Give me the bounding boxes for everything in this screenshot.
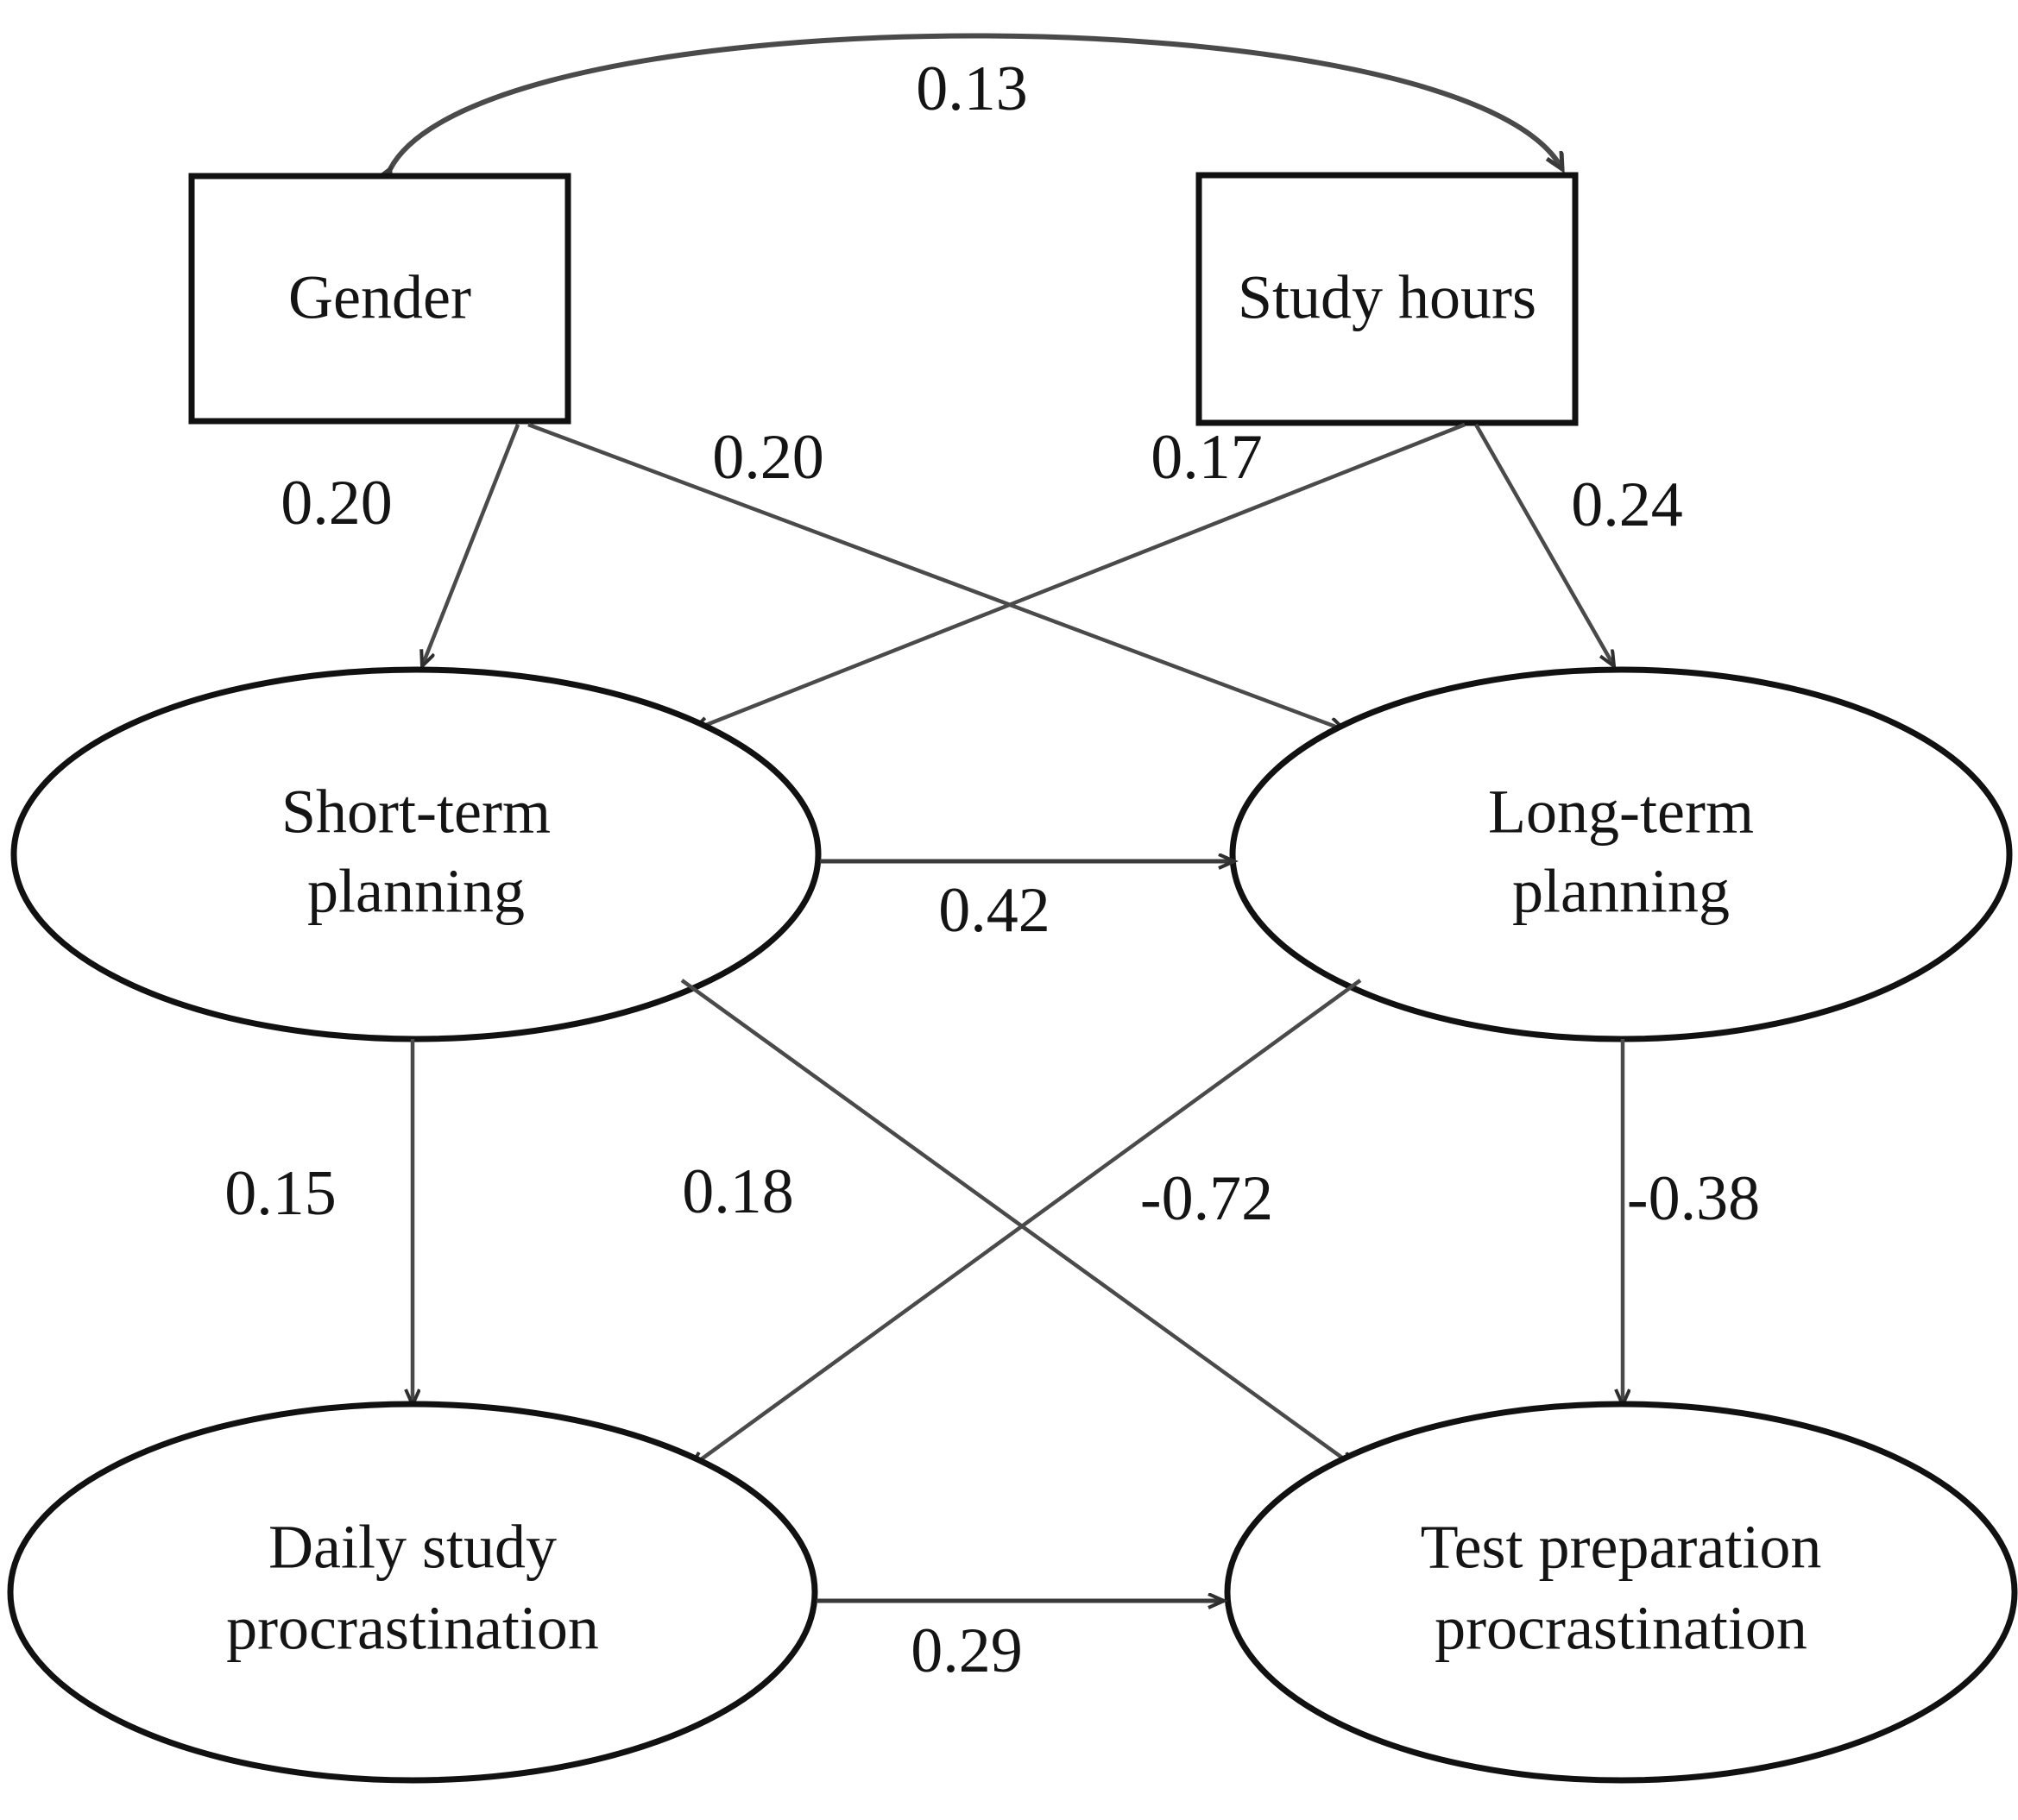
daily-proc-label-line1: Daily study <box>268 1513 557 1582</box>
node-test-preparation-procrastination[interactable]: Test preparation procrastination <box>1224 1401 2018 1784</box>
long-term-label-line2: planning <box>1512 857 1730 926</box>
short-term-label-line1: Short-term <box>281 778 551 847</box>
study-hours-box-shape <box>1195 172 1579 426</box>
edge-label-short-daily: 0.15 <box>224 1158 337 1229</box>
edge-gender-long-term: 0.20 <box>527 422 1345 730</box>
edge-line <box>1474 423 1614 666</box>
test-proc-label-line2: procrastination <box>1435 1594 1807 1663</box>
edge-gender-short-term: 0.20 <box>281 424 520 666</box>
edge-line <box>693 422 1466 730</box>
test-proc-label-line1: Test preparation <box>1421 1513 1822 1582</box>
edge-study-hours-short-term: 0.17 <box>693 422 1466 730</box>
node-daily-study-procrastination[interactable]: Daily study procrastination <box>7 1401 818 1784</box>
edge-study-hours-long-term: 0.24 <box>1474 423 1683 666</box>
edge-line <box>691 979 1362 1467</box>
edge-line <box>527 422 1345 730</box>
edge-label-hours-short: 0.17 <box>1151 422 1263 493</box>
node-short-term-planning[interactable]: Short-term planning <box>10 666 822 1042</box>
edge-line <box>680 979 1355 1467</box>
edge-label-short-long: 0.42 <box>938 875 1050 946</box>
edge-label-gender-short: 0.20 <box>281 468 393 538</box>
gender-box-shape <box>188 173 571 425</box>
test-proc-ellipse-shape <box>1224 1401 2018 1784</box>
edge-label-0-13: 0.13 <box>916 54 1028 124</box>
long-term-ellipse-shape <box>1229 666 2013 1042</box>
edge-long-term-test-proc: -0.38 <box>1623 1039 1760 1405</box>
edge-long-term-daily-proc: 0.18 <box>682 979 1362 1467</box>
short-term-label-line2: planning <box>307 857 525 926</box>
edge-short-to-long-term: 0.42 <box>820 861 1234 946</box>
edge-label-short-test: -0.72 <box>1140 1163 1273 1234</box>
edge-gender-studyhours: 0.13 <box>390 33 1562 170</box>
gender-label: Gender <box>288 263 471 332</box>
edge-line <box>422 424 520 666</box>
edge-label-gender-long: 0.20 <box>712 422 824 493</box>
edge-label-daily-test: 0.29 <box>911 1615 1023 1686</box>
edge-short-term-daily-proc: 0.15 <box>224 1039 413 1405</box>
edge-label-long-daily: 0.18 <box>682 1156 794 1227</box>
edge-label-long-test: -0.38 <box>1627 1163 1760 1234</box>
short-term-ellipse-shape <box>10 666 822 1042</box>
correlation-curve <box>390 33 1562 170</box>
edge-short-term-test-proc: -0.72 <box>680 979 1355 1467</box>
node-study-hours[interactable]: Study hours <box>1195 172 1579 426</box>
daily-proc-ellipse-shape <box>7 1401 818 1784</box>
node-long-term-planning[interactable]: Long-term planning <box>1229 666 2013 1042</box>
long-term-label-line1: Long-term <box>1488 778 1754 847</box>
daily-proc-label-line2: procrastination <box>226 1594 599 1663</box>
study-hours-label: Study hours <box>1238 263 1536 332</box>
edge-daily-proc-test-proc: 0.29 <box>817 1601 1224 1686</box>
edge-label-hours-long: 0.24 <box>1571 469 1683 540</box>
node-gender[interactable]: Gender <box>188 173 571 425</box>
